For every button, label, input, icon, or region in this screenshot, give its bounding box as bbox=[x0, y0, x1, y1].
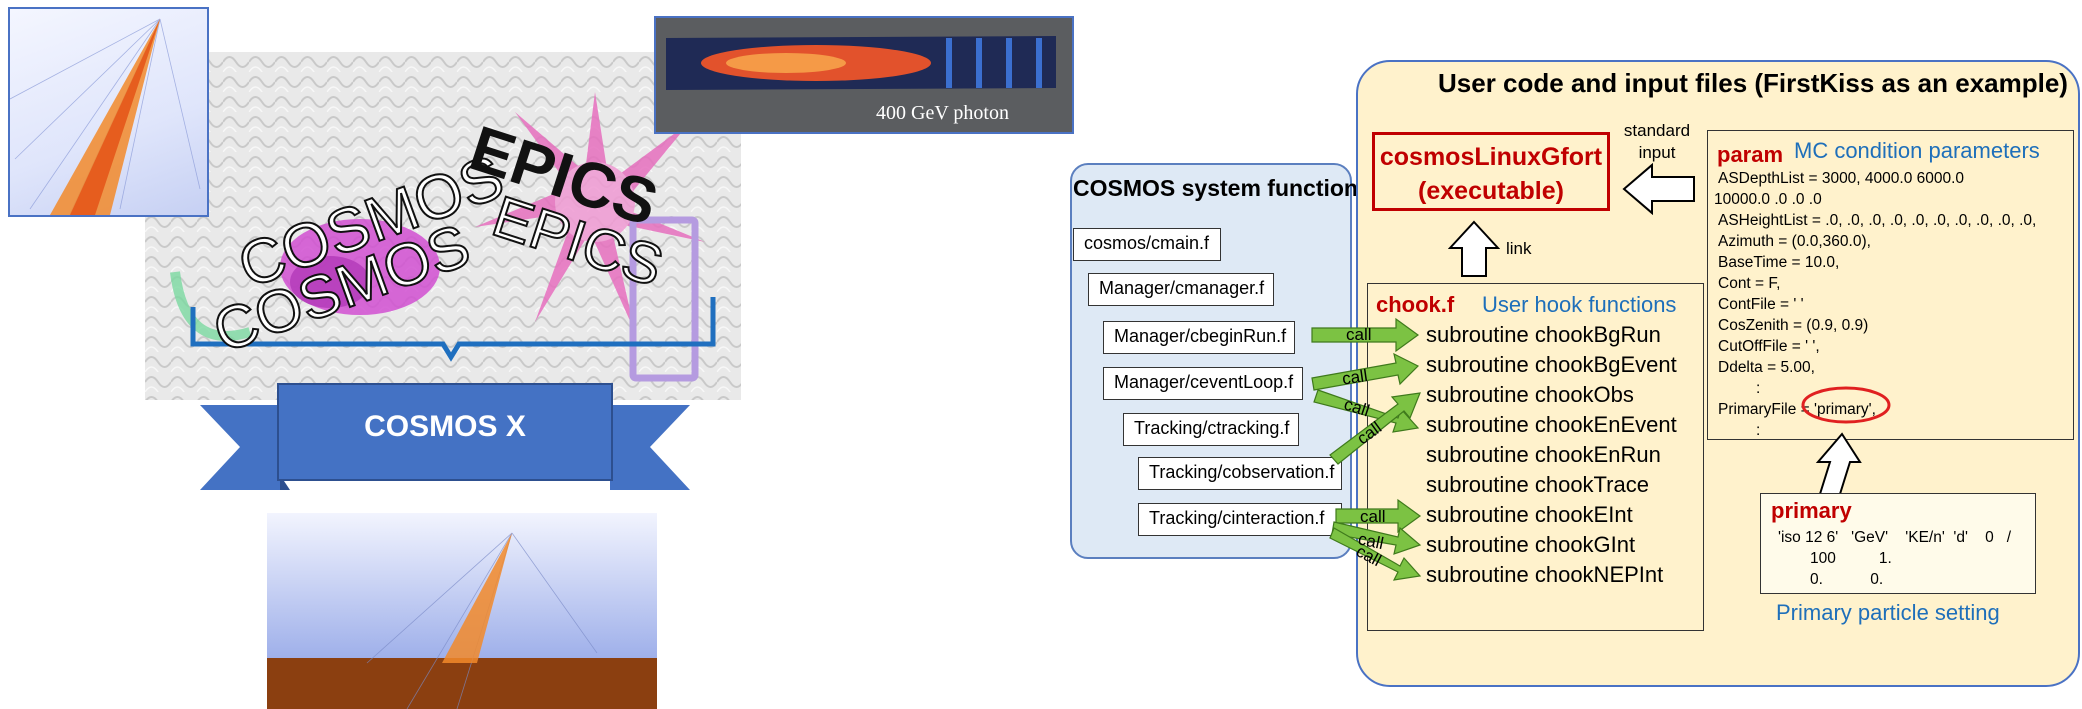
file-cbeginrun: Manager/cbeginRun.f bbox=[1103, 321, 1295, 354]
primary-file-name: primary bbox=[1771, 498, 1852, 523]
particle-shower-graphic bbox=[10, 18, 201, 215]
primary-line: 'iso 12 6' 'GeV' 'KE/n' 'd' 0 / bbox=[1778, 529, 2012, 546]
param-line: ASDepthList = 3000, 4000.0 6000.0 bbox=[1718, 170, 1965, 187]
param-lines: ASDepthList = 3000, 4000.0 6000.0 10000.… bbox=[1714, 168, 2037, 441]
system-functions-title: COSMOS system functions bbox=[1073, 175, 1371, 201]
call-arrow-bgrun bbox=[1311, 317, 1420, 353]
logo-text-layer: COSMOS COSMOS EPICS EPICS bbox=[204, 112, 672, 367]
file-cobservation: Tracking/cobservation.f bbox=[1138, 457, 1342, 490]
call-label-enevent: call bbox=[1342, 394, 1372, 420]
subroutine-chookobs: subroutine chookObs bbox=[1426, 382, 1634, 407]
subroutine-chookbgrun: subroutine chookBgRun bbox=[1426, 322, 1661, 347]
link-label: link bbox=[1506, 239, 1532, 258]
link-arrow bbox=[1448, 220, 1500, 277]
air-shower-ground-image bbox=[267, 513, 657, 709]
executable-label: (executable) bbox=[1418, 177, 1564, 205]
hook-file-box bbox=[1367, 283, 1704, 631]
param-line: 10000.0 .0 .0 .0 bbox=[1714, 191, 1822, 208]
param-line: Azimuth = (0.0,360.0), bbox=[1718, 233, 1871, 250]
executable-name: cosmosLinuxGfort bbox=[1379, 143, 1603, 171]
subroutine-chookenevent: subroutine chookEnEvent bbox=[1426, 412, 1677, 437]
hook-file-name: chook.f bbox=[1376, 292, 1455, 317]
param-line: CutOffFile = ' ', bbox=[1718, 338, 1820, 355]
subroutine-chookbgevent: subroutine chookBgEvent bbox=[1426, 352, 1677, 377]
file-ceventloop: Manager/ceventLoop.f bbox=[1103, 367, 1303, 400]
param-line: : bbox=[1756, 380, 1761, 397]
photon-detector-graphic bbox=[666, 36, 1056, 90]
cosmos-x-ribbon bbox=[200, 383, 690, 490]
primary-line: 100 1. bbox=[1810, 550, 1892, 567]
file-cinteraction: Tracking/cinteraction.f bbox=[1138, 503, 1342, 536]
call-arrow-bgevent bbox=[1311, 352, 1420, 391]
call-arrow-obs bbox=[1329, 392, 1421, 465]
param-line: Cont = F, bbox=[1718, 275, 1781, 292]
call-label-gint: call bbox=[1356, 529, 1385, 553]
call-label-bgevent: call bbox=[1341, 366, 1369, 388]
subroutine-chookgint: subroutine chookGInt bbox=[1426, 532, 1636, 557]
file-cmain: cosmos/cmain.f bbox=[1073, 228, 1221, 261]
call-arrow-enevent bbox=[1313, 389, 1420, 433]
standard-input-label: standard input bbox=[1612, 120, 1702, 164]
hook-file-description: User hook functions bbox=[1482, 292, 1677, 317]
standard-input-label-line1: standard bbox=[1623, 121, 1691, 140]
cosmos-collage: COSMOS COSMOS EPICS EPICS 400 GeV photon bbox=[8, 7, 1074, 709]
user-code-title: User code and input files (FirstKiss as … bbox=[1438, 68, 2068, 98]
param-line: BaseTime = 10.0, bbox=[1718, 254, 1840, 271]
primary-line: 0. 0. bbox=[1810, 571, 1884, 588]
param-file-box bbox=[1707, 130, 2074, 440]
file-cmanager: Manager/cmanager.f bbox=[1088, 273, 1274, 306]
param-line: CosZenith = (0.9, 0.9) bbox=[1718, 317, 1869, 334]
primary-caption: Primary particle setting bbox=[1776, 600, 2000, 625]
primary-highlight-ellipse bbox=[1801, 386, 1891, 424]
cosmos-x-banner-label: COSMOS X bbox=[364, 410, 526, 443]
subroutine-chooknepint: subroutine chookNEPInt bbox=[1426, 562, 1664, 587]
call-arrow-nepint bbox=[1329, 527, 1422, 581]
air-shower-graphic bbox=[267, 513, 657, 709]
logo-background bbox=[145, 52, 741, 400]
shower-photo-topleft bbox=[8, 7, 209, 217]
subroutine-list: subroutine chookBgRun subroutine chookBg… bbox=[1426, 320, 1677, 590]
param-line-primaryfile: PrimaryFile = 'primary', bbox=[1718, 401, 1876, 418]
param-file-description: MC condition parameters bbox=[1794, 138, 2040, 163]
call-arrow-eint bbox=[1335, 498, 1422, 534]
standard-input-label-line2: input bbox=[1638, 143, 1676, 162]
photon-shower-image: 400 GeV photon bbox=[654, 16, 1074, 134]
primary-lines: 'iso 12 6' 'GeV' 'KE/n' 'd' 0 / 100 1. 0… bbox=[1778, 527, 2011, 590]
param-line: ASHeightList = .0, .0, .0, .0, .0, .0, .… bbox=[1718, 212, 2037, 229]
call-label-bgrun: call bbox=[1346, 325, 1372, 344]
param-file-name: param bbox=[1717, 142, 1784, 167]
subroutine-chookeint: subroutine chookEInt bbox=[1426, 502, 1633, 527]
photon-caption: 400 GeV photon bbox=[876, 102, 1009, 124]
param-line: : bbox=[1756, 422, 1761, 439]
file-ctracking: Tracking/ctracking.f bbox=[1123, 413, 1299, 446]
executable-box: cosmosLinuxGfort (executable) bbox=[1372, 132, 1610, 211]
standard-input-arrow bbox=[1622, 163, 1695, 215]
param-line: Ddelta = 5.00, bbox=[1718, 359, 1815, 376]
subroutine-chookenrun: subroutine chookEnRun bbox=[1426, 442, 1661, 467]
call-label-eint: call bbox=[1360, 507, 1386, 526]
primary-file-box bbox=[1760, 493, 2036, 594]
param-line: ContFile = ' ' bbox=[1718, 296, 1804, 313]
subroutine-chooktrace: subroutine chookTrace bbox=[1426, 472, 1649, 497]
